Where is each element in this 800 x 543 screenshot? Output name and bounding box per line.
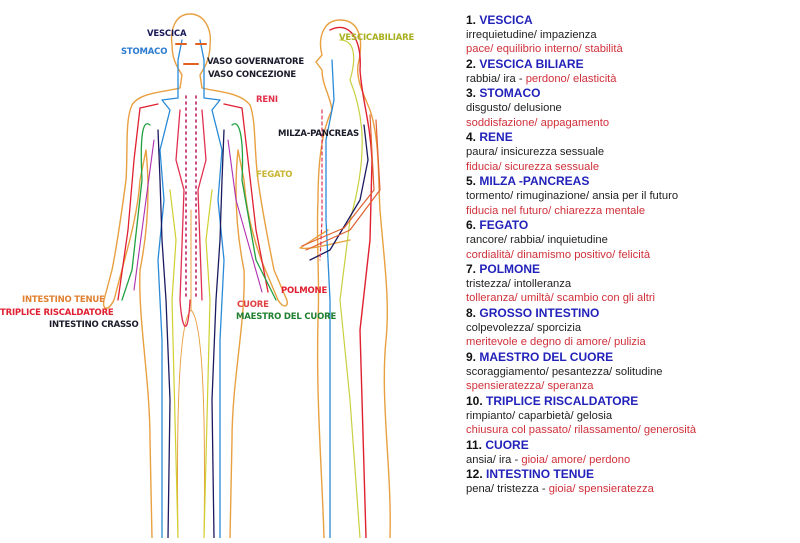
label-vescica: VESCICA xyxy=(147,29,187,39)
negative-emotions: pena/ tristezza - xyxy=(466,483,549,495)
legend-item-number: 9. xyxy=(466,350,477,365)
meridian-stomach xyxy=(157,39,225,539)
legend-item-title: 7. POLMONE xyxy=(466,262,796,277)
legend-item-title: 4. RENE xyxy=(466,130,796,145)
meridian-gallbladder-side xyxy=(339,39,363,539)
positive-emotions: tolleranza/ umiltà/ scambio con gli altr… xyxy=(466,292,656,305)
legend-item-number: 3. xyxy=(466,86,477,101)
negative-emotions: rimpianto/ caparbietà/ gelosia xyxy=(466,409,613,422)
legend-item-name: MILZA -PANCREAS xyxy=(479,174,590,189)
meridian-arm-side xyxy=(301,114,381,251)
meridian-kidney-side xyxy=(319,109,323,261)
positive-emotions: gioia/ spensieratezza xyxy=(548,483,654,495)
legend-item-number: 2. xyxy=(466,56,477,71)
legend-item-name: TRIPLICE RISCALDATORE xyxy=(486,394,639,409)
positive-emotions: meritevole e degno di amore/ pulizia xyxy=(466,336,646,349)
label-cuore: CUORE xyxy=(237,300,269,310)
negative-emotions: scoraggiamento/ pesantezza/ solitudine xyxy=(466,365,663,378)
legend-item-number: 4. xyxy=(466,130,477,145)
meridian-lung xyxy=(117,103,269,301)
label-vaso-concezione: VASO CONCEZIONE xyxy=(208,70,296,80)
label-triplice-riscaldatore: TRIPLICE RISCALDATORE xyxy=(0,308,114,318)
label-intestino-tenue: INTESTINO TENUE xyxy=(22,295,105,305)
legend-item-name: VESCICA BILIARE xyxy=(479,56,584,71)
positive-emotions: chiusura col passato/ rilassamento/ gene… xyxy=(466,424,697,437)
legend-item-number: 7. xyxy=(466,262,477,277)
legend-item-title: 10. TRIPLICE RISCALDATORE xyxy=(466,394,796,409)
negative-emotions: rabbia/ ira - xyxy=(466,72,526,85)
front-figure-outline xyxy=(102,13,288,539)
legend-item-title: 2. VESCICA BILIARE xyxy=(466,57,796,72)
legend-item-title: 1. VESCICA xyxy=(466,13,796,28)
meridian-heart xyxy=(133,139,263,293)
side-figure-outline xyxy=(299,19,391,539)
positive-emotions: fiducia/ sicurezza sessuale xyxy=(466,160,600,173)
meridian-kidney xyxy=(175,109,207,327)
legend-item-number: 5. xyxy=(466,174,477,189)
legend-item-number: 11. xyxy=(466,438,483,453)
meridian-spleen xyxy=(157,129,225,539)
legend-item-title: 9. MAESTRO DEL CUORE xyxy=(466,350,796,365)
legend-item-name: MAESTRO DEL CUORE xyxy=(479,350,614,365)
positive-emotions: perdono/ elasticità xyxy=(525,72,617,85)
legend-item-emotions: ansia/ ira - gioia/ amore/ perdono xyxy=(466,453,796,468)
legend-item-title: 8. GROSSO INTESTINO xyxy=(466,306,796,321)
legend-item-title: 6. FEGATO xyxy=(466,218,796,233)
legend-item-name: GROSSO INTESTINO xyxy=(479,306,600,321)
face-eyes xyxy=(175,43,207,65)
legend-item-name: STOMACO xyxy=(479,86,541,101)
label-vaso-governatore: VASO GOVERNATORE xyxy=(207,57,304,67)
legend-item-name: RENE xyxy=(479,130,513,145)
legend-item-title: 5. MILZA -PANCREAS xyxy=(466,174,796,189)
label-fegato: FEGATO xyxy=(256,170,293,180)
positive-emotions: cordialità/ dinamismo positivo/ felicità xyxy=(466,248,651,261)
legend-item-name: FEGATO xyxy=(479,218,529,233)
legend-item-title: 12. INTESTINO TENUE xyxy=(466,467,796,482)
legend-item-name: VESCICA xyxy=(479,13,533,27)
legend-item-title: 3. STOMACO xyxy=(466,86,796,101)
negative-emotions: tormento/ rimuginazione/ ansia per il fu… xyxy=(466,189,679,202)
negative-emotions: irrequietudine/ impazienza xyxy=(466,28,597,41)
legend-item-name: POLMONE xyxy=(479,262,541,277)
positive-emotions: pace/ equilibrio interno/ stabilità xyxy=(466,43,623,56)
label-maestro-del-cuore: MAESTRO DEL CUORE xyxy=(236,312,337,322)
negative-emotions: ansia/ ira - xyxy=(466,453,522,466)
positive-emotions: spensieratezza/ speranza xyxy=(466,380,594,393)
legend-item-number: 12. xyxy=(466,467,483,482)
legend-item-name: INTESTINO TENUE xyxy=(486,467,595,482)
legend-item-number: 8. xyxy=(466,306,477,321)
body-figures-illustration xyxy=(102,13,391,539)
meridian-diagram: VESCICA STOMACO VASO GOVERNATORE VASO CO… xyxy=(0,13,415,539)
positive-emotions: fiducia nel futuro/ chiarezza mentale xyxy=(466,204,646,217)
positive-emotions: gioia/ amore/ perdono xyxy=(521,453,631,466)
meridian-bladder-side xyxy=(329,26,373,539)
legend-item-emotions: pena/ tristezza - gioia/ spensieratezza xyxy=(466,482,796,497)
negative-emotions: tristezza/ intolleranza xyxy=(466,277,572,290)
meridian-heart-master xyxy=(121,123,277,301)
positive-emotions: soddisfazione/ appagamento xyxy=(466,116,610,129)
meridian-liver xyxy=(169,189,213,539)
legend-item-emotions: rabbia/ ira - perdono/ elasticità xyxy=(466,72,796,87)
legend-item-title: 11. CUORE xyxy=(466,438,796,453)
label-reni: RENI xyxy=(256,95,278,105)
label-stomaco: STOMACO xyxy=(121,47,168,57)
meridian-stomach-side xyxy=(325,59,335,539)
meridian-spleen-side xyxy=(309,124,369,261)
negative-emotions: colpevolezza/ sporcizia xyxy=(466,321,582,334)
legend-item-number: 6. xyxy=(466,218,477,233)
label-milza-pancreas: MILZA-PANCREAS xyxy=(278,129,359,139)
negative-emotions: rancore/ rabbia/ inquietudine xyxy=(466,233,608,246)
legend-item-number: 10. xyxy=(466,394,483,409)
label-polmone: POLMONE xyxy=(281,286,328,296)
negative-emotions: disgusto/ delusione xyxy=(466,101,562,114)
legend-item-name: CUORE xyxy=(485,438,529,453)
negative-emotions: paura/ insicurezza sessuale xyxy=(466,145,605,158)
legend-item-number: 1. xyxy=(466,13,477,27)
label-vescica-biliare: VESCICABILIARE xyxy=(339,33,415,43)
label-intestino-crasso: INTESTINO CRASSO xyxy=(49,320,139,330)
